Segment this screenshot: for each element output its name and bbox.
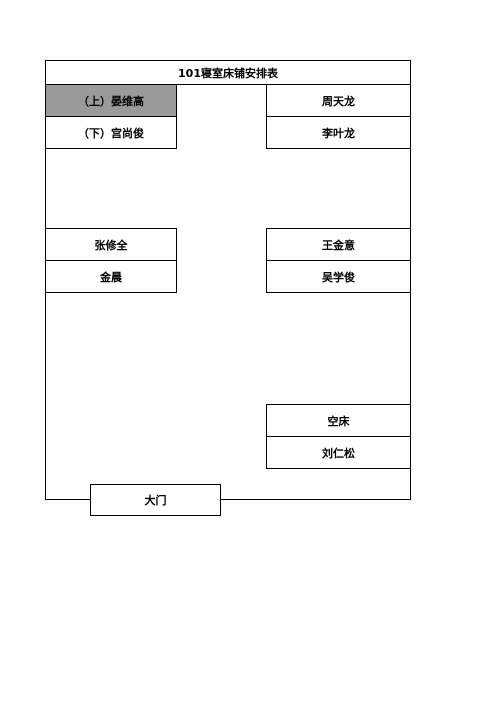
door-label: 大门	[90, 484, 221, 516]
bed-left-4: 金晨	[45, 260, 177, 293]
bed-right-1: 周天龙	[266, 84, 411, 117]
bed-right-2: 李叶龙	[266, 116, 411, 149]
bed-left-2: （下）宫尚俊	[45, 116, 177, 149]
bed-left-3: 张修全	[45, 228, 177, 261]
bed-left-1: （上）晏维高	[45, 84, 177, 117]
bed-right-6: 刘仁松	[266, 436, 411, 469]
page-title: 101寝室床铺安排表	[45, 60, 411, 85]
bed-right-4: 吴学俊	[266, 260, 411, 293]
bed-right-3: 王金意	[266, 228, 411, 261]
bed-right-5: 空床	[266, 404, 411, 437]
